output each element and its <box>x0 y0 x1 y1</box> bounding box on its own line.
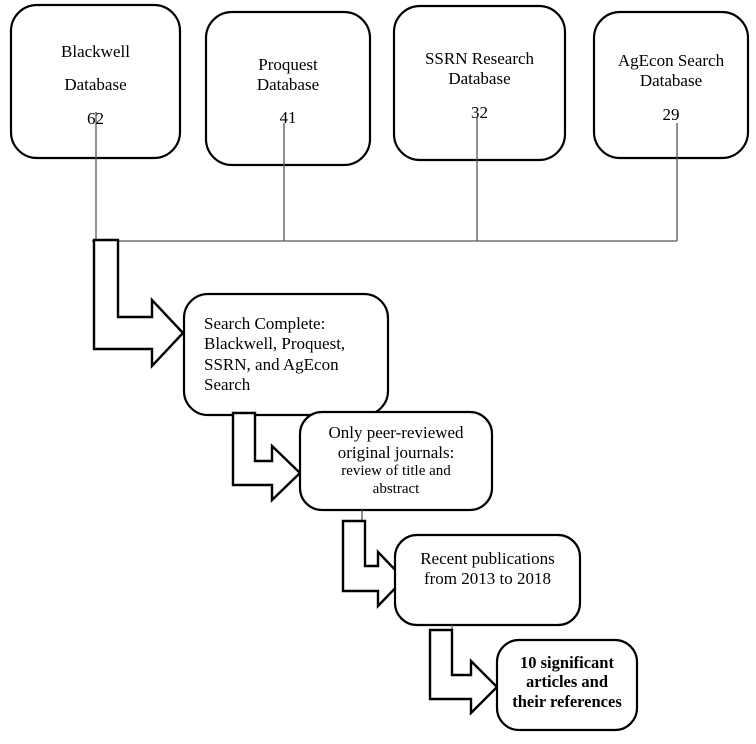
step-box-search-complete[interactable] <box>182 292 390 417</box>
block-arrow-to-search-complete <box>92 238 185 370</box>
step-box-final-result[interactable] <box>495 638 639 732</box>
database-box-ssrn[interactable] <box>392 4 567 162</box>
step-box-peer-reviewed[interactable] <box>298 410 494 512</box>
block-arrow-to-peer-reviewed <box>231 411 302 503</box>
database-box-agecon[interactable] <box>592 10 750 160</box>
step-box-recent-publications[interactable] <box>393 533 582 627</box>
database-box-proquest[interactable] <box>204 10 372 167</box>
block-arrow-to-recent-publications <box>341 519 406 609</box>
block-arrow-to-final-result <box>428 628 499 716</box>
